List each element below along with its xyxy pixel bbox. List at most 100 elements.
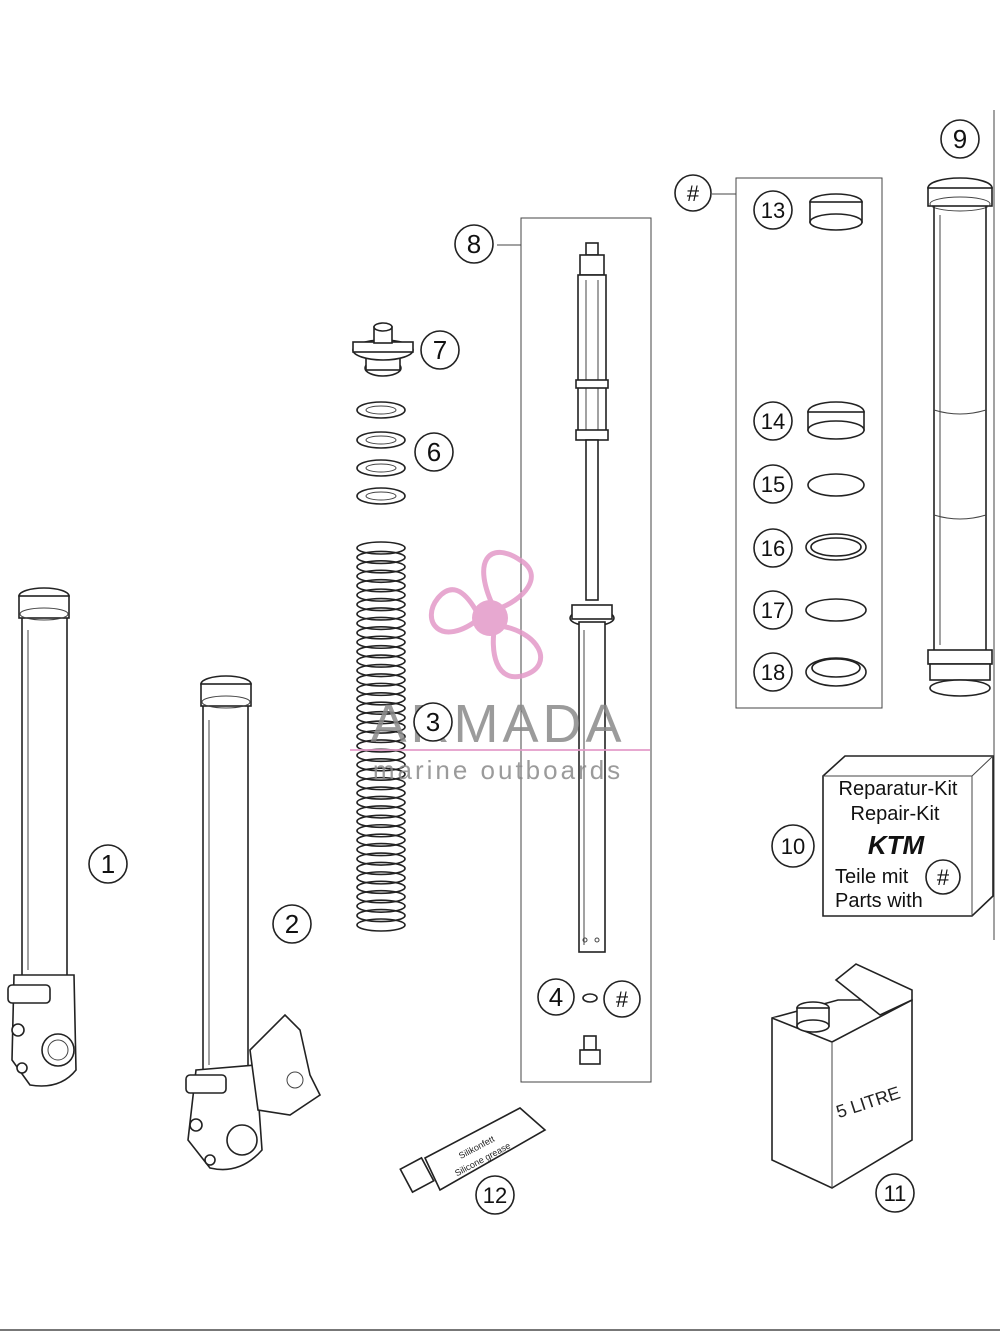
svg-text:#: # <box>616 987 629 1012</box>
svg-text:6: 6 <box>427 437 441 467</box>
spring-coil <box>356 767 406 782</box>
svg-text:11: 11 <box>884 1181 907 1206</box>
svg-text:14: 14 <box>761 409 785 434</box>
ktm-logo: KTM <box>868 830 926 860</box>
spring-coil <box>356 663 406 678</box>
damper-cartridge-group <box>497 217 652 1083</box>
spring-coil <box>356 871 406 885</box>
spring-coil <box>356 635 406 650</box>
svg-text:10: 10 <box>781 834 805 859</box>
spring-coil <box>356 588 406 602</box>
fork-outer-tube-right <box>185 675 322 1171</box>
svg-text:#: # <box>687 181 700 206</box>
callout-9: 9 <box>940 119 980 159</box>
spring-coil <box>356 691 406 706</box>
watermark-subtitle: marine outboards <box>373 755 623 785</box>
svg-text:2: 2 <box>285 909 299 939</box>
callout-4-hash: # <box>603 980 641 1018</box>
spring-coil <box>356 833 406 847</box>
svg-text:15: 15 <box>761 472 785 497</box>
spring-coil <box>356 823 406 838</box>
callout-16: 16 <box>753 528 793 568</box>
callout-17: 17 <box>753 590 793 630</box>
fork-inner-tube <box>927 110 995 940</box>
callout-1: 1 <box>88 844 128 884</box>
repair-kit-hash: # <box>937 865 950 890</box>
callout-3: 3 <box>413 702 453 742</box>
svg-text:17: 17 <box>761 598 785 623</box>
svg-text:7: 7 <box>433 335 447 365</box>
svg-text:13: 13 <box>761 198 785 223</box>
spring-coil <box>356 739 406 753</box>
spring-coil <box>356 729 406 744</box>
repair-kit-box: Reparatur-Kit Repair-Kit KTM Teile mit P… <box>822 755 994 917</box>
spring-coil <box>356 861 406 876</box>
spring-coil <box>356 541 406 555</box>
callout-2: 2 <box>272 904 312 944</box>
spring-coil <box>356 842 406 857</box>
repair-kit-parts-group <box>712 177 883 709</box>
fork-top-cap <box>352 322 414 377</box>
spring-coil <box>356 597 406 612</box>
spring-coil <box>356 673 406 687</box>
spring-coil <box>356 880 406 895</box>
spring-coil <box>356 899 406 913</box>
callout-12: 12 <box>475 1175 515 1215</box>
spring-coil <box>356 918 406 932</box>
spring-coil <box>356 569 406 584</box>
spring-coil <box>356 757 406 772</box>
propeller-logo <box>428 549 544 680</box>
spring-coil <box>356 578 406 593</box>
spacer-washers <box>356 401 406 505</box>
spring-coil <box>356 644 406 659</box>
silicone-grease-tube: Silikonfett Silicone grease <box>399 1107 547 1194</box>
callout-8: 8 <box>454 224 494 264</box>
spring-coil <box>356 616 406 631</box>
spring-coil <box>356 776 406 791</box>
spring-coil <box>356 701 406 716</box>
repair-kit-line4: Parts with <box>835 890 923 912</box>
watermark-title: ARMADA <box>370 694 625 754</box>
spring-coil <box>356 908 406 923</box>
svg-text:3: 3 <box>426 707 440 737</box>
callout-7: 7 <box>420 330 460 370</box>
svg-text:12: 12 <box>483 1183 507 1208</box>
fork-spring <box>356 541 406 932</box>
callout-18: 18 <box>753 652 793 692</box>
callout-4: 4 <box>537 978 575 1016</box>
callout-11: 11 <box>875 1173 915 1213</box>
callout-6: 6 <box>414 432 454 472</box>
spring-coil <box>356 607 406 621</box>
svg-text:9: 9 <box>953 124 967 154</box>
spring-coil <box>356 720 406 734</box>
spring-coil <box>356 889 406 904</box>
repair-kit-line1: Reparatur-Kit <box>839 778 958 800</box>
spring-coil <box>356 814 406 829</box>
spring-coil <box>356 626 406 640</box>
callout-13: 13 <box>753 190 793 230</box>
callout-14: 14 <box>753 401 793 441</box>
spring-coil <box>356 560 406 574</box>
spring-coil <box>356 852 406 866</box>
svg-text:18: 18 <box>761 660 785 685</box>
svg-text:16: 16 <box>761 536 785 561</box>
callout-group-hash: # <box>674 174 712 212</box>
callout-15: 15 <box>753 464 793 504</box>
spring-coil <box>356 654 406 668</box>
repair-kit-line2: Repair-Kit <box>851 803 940 825</box>
callout-10: 10 <box>771 824 815 868</box>
svg-text:4: 4 <box>549 982 563 1012</box>
fork-outer-tube-left <box>7 587 77 1087</box>
fork-oil-can: 5 LITRE <box>771 963 913 1189</box>
spring-coil <box>356 795 406 810</box>
watermark: ARMADA marine outboards <box>350 549 650 785</box>
svg-text:1: 1 <box>101 849 115 879</box>
svg-text:8: 8 <box>467 229 481 259</box>
spring-coil <box>356 805 406 819</box>
spring-coil <box>356 682 406 697</box>
spring-coil <box>356 710 406 725</box>
spring-coil <box>356 550 406 565</box>
spring-coil <box>356 786 406 800</box>
repair-kit-line3: Teile mit <box>835 866 909 888</box>
